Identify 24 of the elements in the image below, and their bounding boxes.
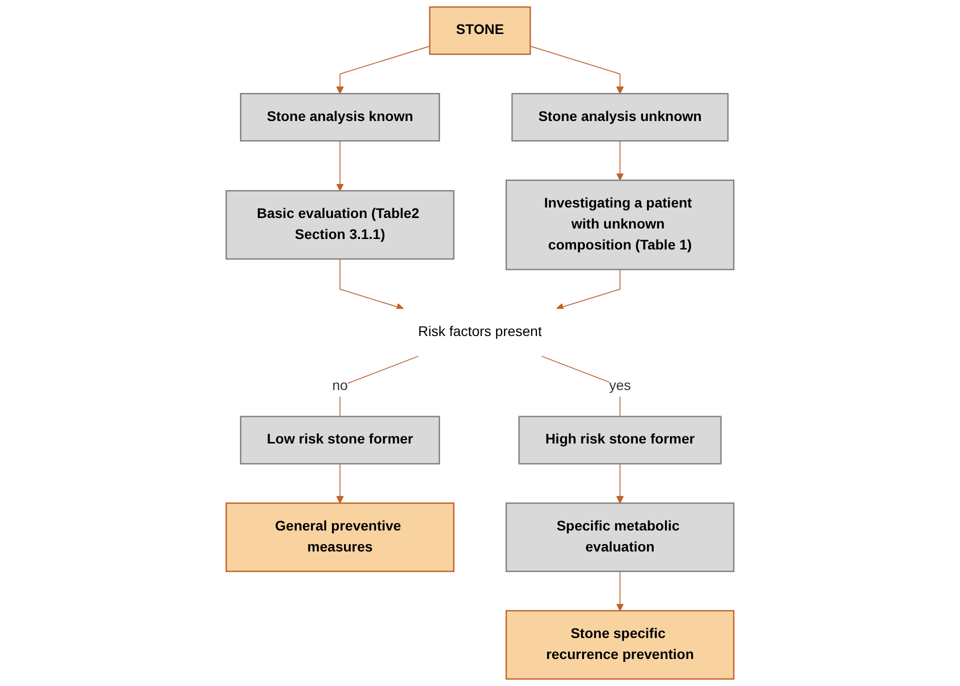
arrow	[336, 140, 344, 192]
node-box	[226, 502, 454, 572]
node-box	[511, 92, 729, 142]
node-box	[429, 6, 531, 55]
arrow	[530, 46, 624, 94]
node-text: Risk factors present	[418, 324, 542, 340]
edge-label: no	[332, 378, 348, 394]
arrow	[336, 463, 344, 504]
node-box	[240, 92, 440, 142]
node-box	[518, 416, 722, 464]
node-box	[240, 416, 440, 464]
arrow	[616, 463, 624, 504]
node-box	[506, 502, 734, 572]
connector	[541, 356, 620, 417]
connector	[340, 356, 419, 417]
node-box	[506, 610, 734, 680]
edge-label: yes	[609, 378, 631, 394]
node-box	[226, 190, 454, 260]
arrow	[556, 269, 620, 310]
arrow	[616, 140, 624, 181]
arrow	[336, 46, 430, 94]
node-box	[506, 180, 734, 270]
arrow	[340, 258, 404, 310]
arrow	[616, 570, 624, 612]
